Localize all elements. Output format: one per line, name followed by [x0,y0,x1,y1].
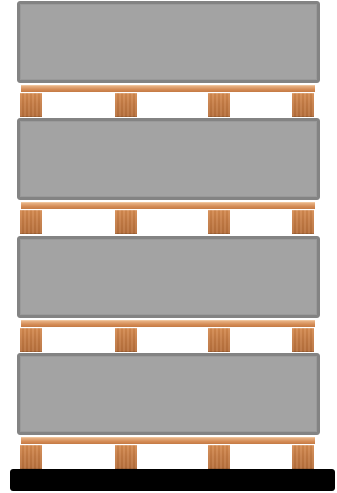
pallet-deck-board [21,437,315,444]
pallet-block [208,445,230,469]
floor-base [10,469,335,491]
pallet-deck-board [21,202,315,209]
pallet-block [20,328,42,352]
pallet-deck-board [21,320,315,327]
pallet-block [292,328,314,352]
pallet-block [20,445,42,469]
pallet-block [115,328,137,352]
pallet-block [208,93,230,117]
pallet-block [292,93,314,117]
pallet-tier-4 [0,352,337,469]
pallet-block [292,210,314,234]
pallet-block [20,93,42,117]
load-panel [17,1,320,83]
pallet-block [115,93,137,117]
load-panel [17,236,320,318]
pallet-tier-1 [0,0,337,117]
pallet-block [115,210,137,234]
pallet-deck-board [21,85,315,92]
pallet-block [208,328,230,352]
pallet-block [20,210,42,234]
load-panel [17,118,320,200]
load-panel [17,353,320,435]
pallet-block [292,445,314,469]
pallet-tier-2 [0,117,337,234]
pallet-block [208,210,230,234]
pallet-block [115,445,137,469]
pallet-tier-3 [0,235,337,352]
